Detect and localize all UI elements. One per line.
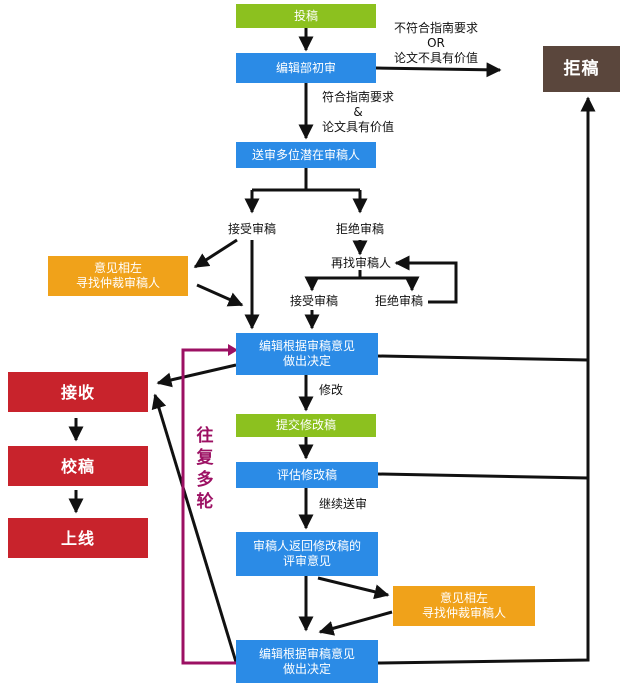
arrow-accept-to-differ xyxy=(193,238,238,269)
label-reject-condition: 不符合指南要求 OR 论文不具有价值 xyxy=(393,21,478,65)
node-opinions-differ-1: 意见相左 寻找仲裁审稿人 xyxy=(48,256,188,296)
arrow-returns-to-differ2 xyxy=(317,576,390,600)
node-send-reviewers: 送审多位潜在审稿人 xyxy=(236,142,376,168)
node-decision-1: 编辑根据审稿意见 做出决定 xyxy=(236,333,378,375)
line-decision1-right xyxy=(377,354,589,362)
arrow-decision2-to-accept xyxy=(151,393,238,663)
node-evaluate-revision: 评估修改稿 xyxy=(236,462,378,488)
node-decline-review-2: 拒绝审稿 xyxy=(374,294,423,308)
arrow-differ-to-decision xyxy=(196,283,244,307)
node-online: 上线 xyxy=(8,518,148,558)
node-submit-revision: 提交修改稿 xyxy=(236,414,376,437)
node-reject: 拒稿 xyxy=(543,46,620,92)
arrow-decision-to-accept xyxy=(156,363,237,388)
arrow-review-to-reject xyxy=(375,62,502,78)
node-reviewer-returns: 审稿人返回修改稿的 评审意见 xyxy=(236,532,378,576)
label-multiple-rounds: 往 复 多 轮 xyxy=(196,426,214,512)
node-opinions-differ-2: 意见相左 寻找仲裁审稿人 xyxy=(393,586,535,626)
node-accept: 接收 xyxy=(8,372,148,412)
node-accept-review-2: 接受审稿 xyxy=(289,294,338,308)
node-accept-review: 接受审稿 xyxy=(227,222,276,236)
loop-decline-to-find xyxy=(394,255,458,304)
node-editor-review: 编辑部初审 xyxy=(236,53,376,83)
node-decision-2: 编辑根据审稿意见 做出决定 xyxy=(236,640,378,683)
node-proofread: 校稿 xyxy=(8,446,148,486)
line-evaluate-right xyxy=(377,472,589,480)
node-find-again: 再找审稿人 xyxy=(330,256,391,270)
multiple-rounds-bracket xyxy=(181,348,236,665)
node-decline-review: 拒绝审稿 xyxy=(335,222,384,236)
line-decision2-to-reject xyxy=(377,96,596,665)
label-revise: 修改 xyxy=(318,383,343,397)
node-submit: 投稿 xyxy=(236,4,376,28)
arrow-differ2-to-decision2 xyxy=(318,610,393,636)
label-continue-review: 继续送审 xyxy=(318,497,367,511)
label-pass-condition: 符合指南要求 & 论文具有价值 xyxy=(321,90,394,134)
